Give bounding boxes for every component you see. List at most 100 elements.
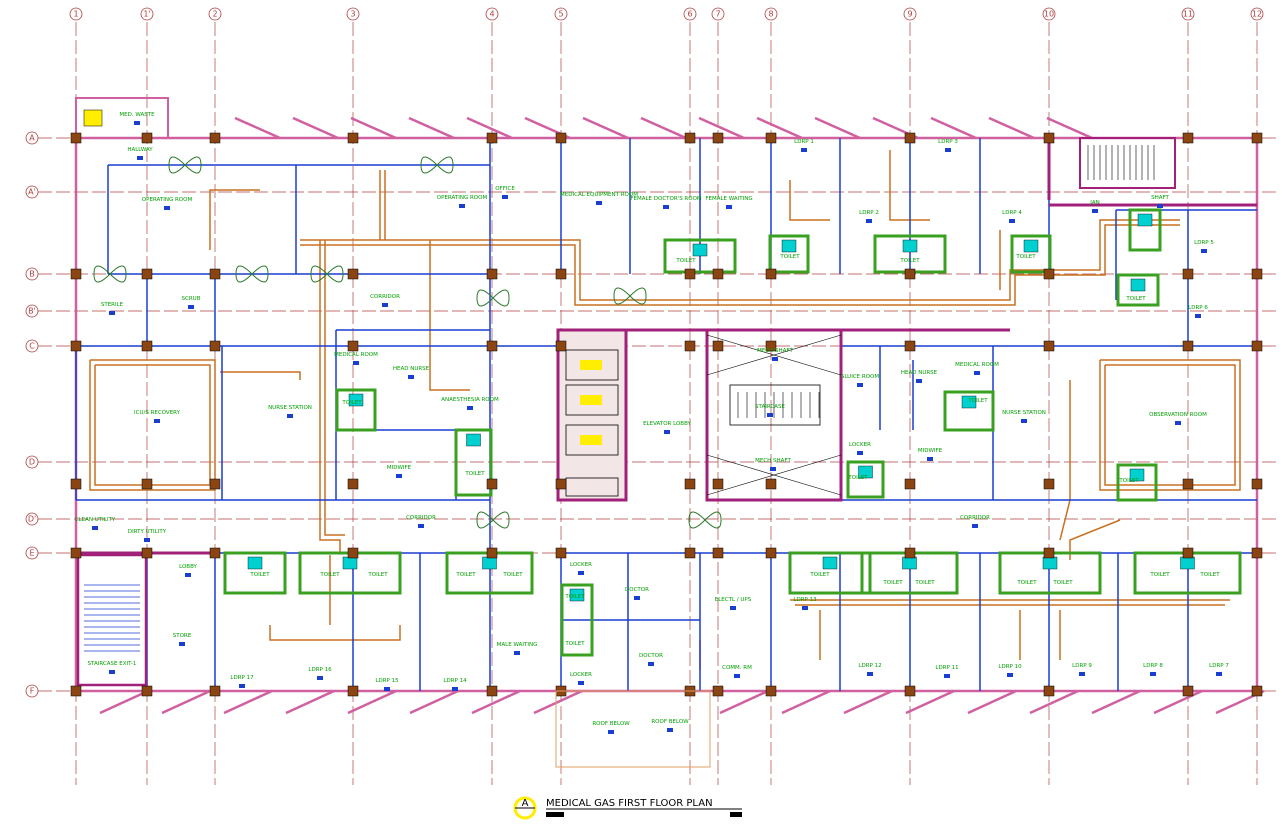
window <box>814 116 861 140</box>
outlet-marker <box>1079 672 1085 676</box>
outlet-marker <box>408 375 414 379</box>
column <box>555 268 567 280</box>
grid-bubble-col <box>1042 7 1056 21</box>
column <box>486 340 498 352</box>
outlet-marker <box>1216 672 1222 676</box>
toilet-label: TOILET <box>367 572 388 578</box>
column <box>1043 268 1055 280</box>
room-label-office: OFFICE <box>495 186 515 192</box>
grid-bubble-col <box>764 7 778 21</box>
door-swing <box>93 265 127 283</box>
window <box>408 116 455 140</box>
window <box>582 116 629 140</box>
outlet-marker <box>857 383 863 387</box>
toilet-fixture <box>569 588 585 602</box>
staircase-exit-core <box>76 553 148 687</box>
outlet-marker <box>1021 419 1027 423</box>
column <box>141 685 153 697</box>
doors <box>93 156 722 529</box>
toilet-label: TOILET <box>882 580 903 586</box>
room-label-locker-2: LOCKER <box>570 562 592 568</box>
toilet-label: TOILET <box>967 398 988 404</box>
column <box>904 685 916 697</box>
grid-bubble-row <box>25 512 39 526</box>
room-label-dirty-utility: DIRTY UTILITY <box>128 529 167 535</box>
grid-label-col: 3 <box>350 10 355 19</box>
columns <box>70 132 1263 697</box>
grid-bubble-col <box>69 7 83 21</box>
shaft-cross <box>706 334 842 376</box>
outlet-marker <box>634 596 640 600</box>
toilet-fixture <box>1137 213 1153 227</box>
grid-label-col: 1' <box>143 10 150 19</box>
outlet-marker <box>109 670 115 674</box>
column <box>209 547 221 559</box>
outlet-marker <box>109 311 115 315</box>
grid-label-row: C <box>29 342 35 351</box>
window <box>161 689 211 715</box>
column <box>1182 685 1194 697</box>
outlet-marker <box>1009 219 1015 223</box>
column <box>347 685 359 697</box>
column <box>1251 685 1263 697</box>
toilet-fixture <box>1042 556 1058 570</box>
column <box>765 268 777 280</box>
room-label-ldrp1: LDRP 1 <box>794 139 814 145</box>
outlet-marker <box>730 606 736 610</box>
window <box>640 116 687 140</box>
column <box>209 268 221 280</box>
med-waste-fixture <box>83 109 103 127</box>
window <box>234 116 281 140</box>
grid-label-row: B <box>29 270 35 279</box>
outlet-marker <box>802 606 808 610</box>
toilet-fixture <box>1129 468 1145 482</box>
room-label-observation: OBSERVATION ROOM <box>1149 412 1207 418</box>
elevator-car <box>565 384 619 416</box>
column <box>347 340 359 352</box>
grid-bubble-row <box>25 684 39 698</box>
room-label-ldrp7: LDRP 7 <box>1209 663 1229 669</box>
window <box>1153 689 1203 715</box>
room-label-ldrp6: LDRP 6 <box>1188 305 1208 311</box>
outlet-marker <box>396 474 402 478</box>
door-swing <box>613 287 647 305</box>
room-label-lobby: LOBBY <box>179 564 197 570</box>
windows <box>99 116 1265 715</box>
column <box>70 268 82 280</box>
column <box>1182 478 1194 490</box>
outlet-marker <box>1157 204 1163 208</box>
scale-bar-right <box>730 812 742 817</box>
toilet-fixture <box>961 395 977 409</box>
column <box>712 132 724 144</box>
column <box>765 132 777 144</box>
window <box>1046 116 1093 140</box>
elevator-marker <box>580 435 602 445</box>
elevator-car <box>565 424 619 456</box>
door-swing <box>688 511 722 529</box>
grid-label-row: F <box>30 687 35 696</box>
column <box>1043 340 1055 352</box>
grid-bubble-col <box>346 7 360 21</box>
outlet-marker <box>179 642 185 646</box>
toilet-block <box>335 388 377 432</box>
room-label-midwife-1: MIDWIFE <box>387 465 412 471</box>
toilet-label: TOILET <box>1125 296 1146 302</box>
room-label-ldrp11: LDRP 11 <box>935 665 958 671</box>
toilet-fixture <box>482 556 497 570</box>
room-label-head-nurse-1: HEAD NURSE <box>393 366 430 372</box>
toilet-block <box>846 460 885 499</box>
outlet-marker <box>467 406 473 410</box>
toilet-fixture <box>858 465 873 479</box>
door-swing <box>235 265 269 283</box>
column <box>904 340 916 352</box>
door-swing <box>476 511 510 529</box>
outlet-marker <box>945 148 951 152</box>
column <box>684 547 696 559</box>
grid-label-col: 5 <box>558 10 563 19</box>
room-label-electl-ups: ELECTL / UPS <box>715 597 752 603</box>
drawing-title-text: MEDICAL GAS FIRST FLOOR PLAN <box>546 798 713 809</box>
door-swing <box>168 156 202 174</box>
column <box>1043 685 1055 697</box>
grid-bubble-row <box>25 131 39 145</box>
column <box>712 340 724 352</box>
